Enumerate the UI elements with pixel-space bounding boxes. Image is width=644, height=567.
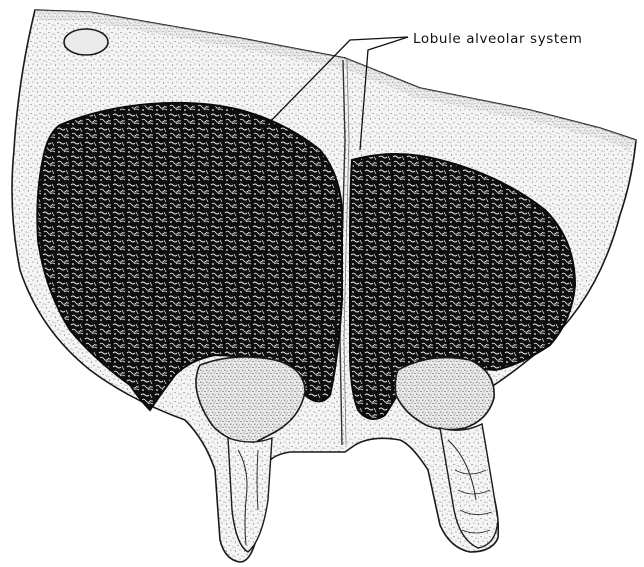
lobule-alveolar-system-label: Lobule alveolar system — [413, 33, 582, 47]
supramammary-node — [64, 29, 108, 55]
